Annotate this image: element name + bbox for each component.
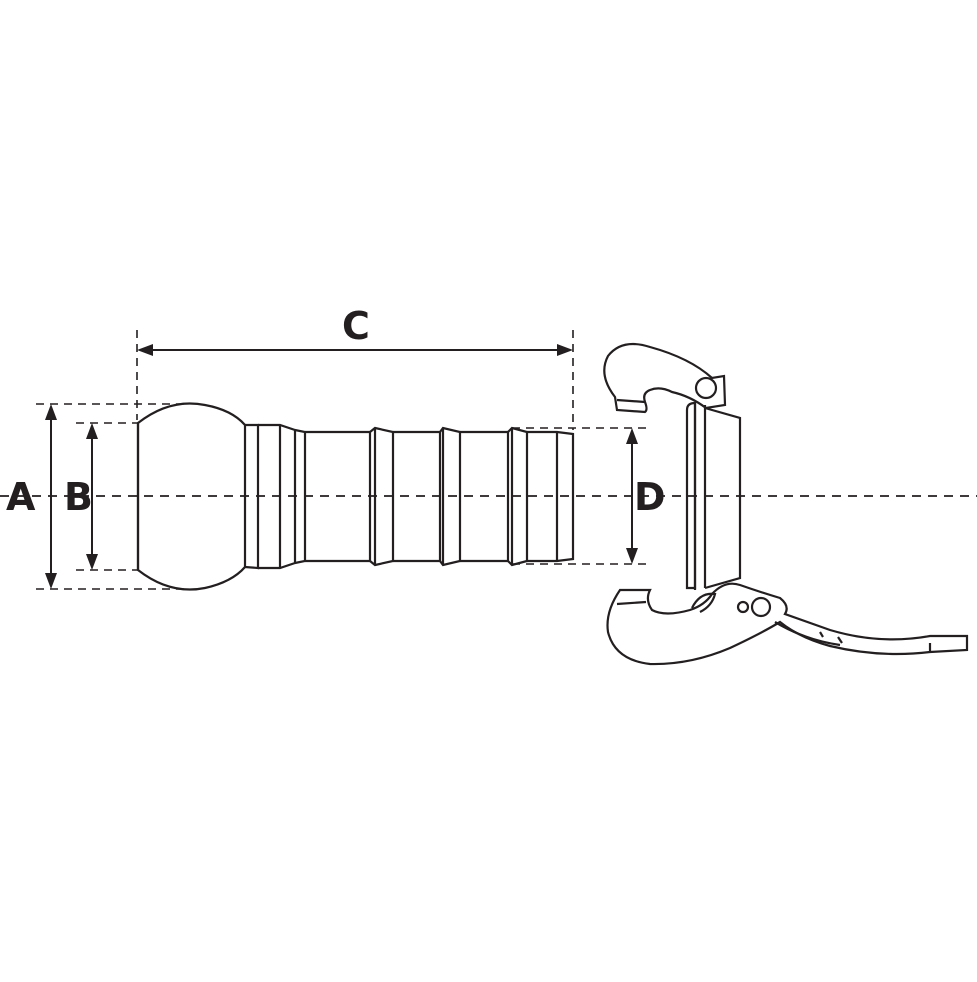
- extension-lines: [36, 330, 650, 590]
- dimension-a-arrow: [45, 404, 57, 589]
- dimension-label-d: D: [634, 475, 666, 519]
- hose-tail: [136, 402, 575, 591]
- dimension-label-a: A: [6, 475, 36, 519]
- dimension-b-arrow: [86, 423, 98, 570]
- dimension-label-c: C: [342, 304, 370, 348]
- dimension-c-arrow: [137, 344, 573, 356]
- lever-pivot-pin: [750, 596, 772, 618]
- top-pivot-pin: [694, 376, 718, 400]
- lever-small-hole: [736, 600, 750, 614]
- dimension-d-arrow: [626, 428, 638, 564]
- dimension-label-b: B: [64, 475, 93, 519]
- coupling: [603, 342, 969, 666]
- bottom-jaw: [606, 582, 969, 666]
